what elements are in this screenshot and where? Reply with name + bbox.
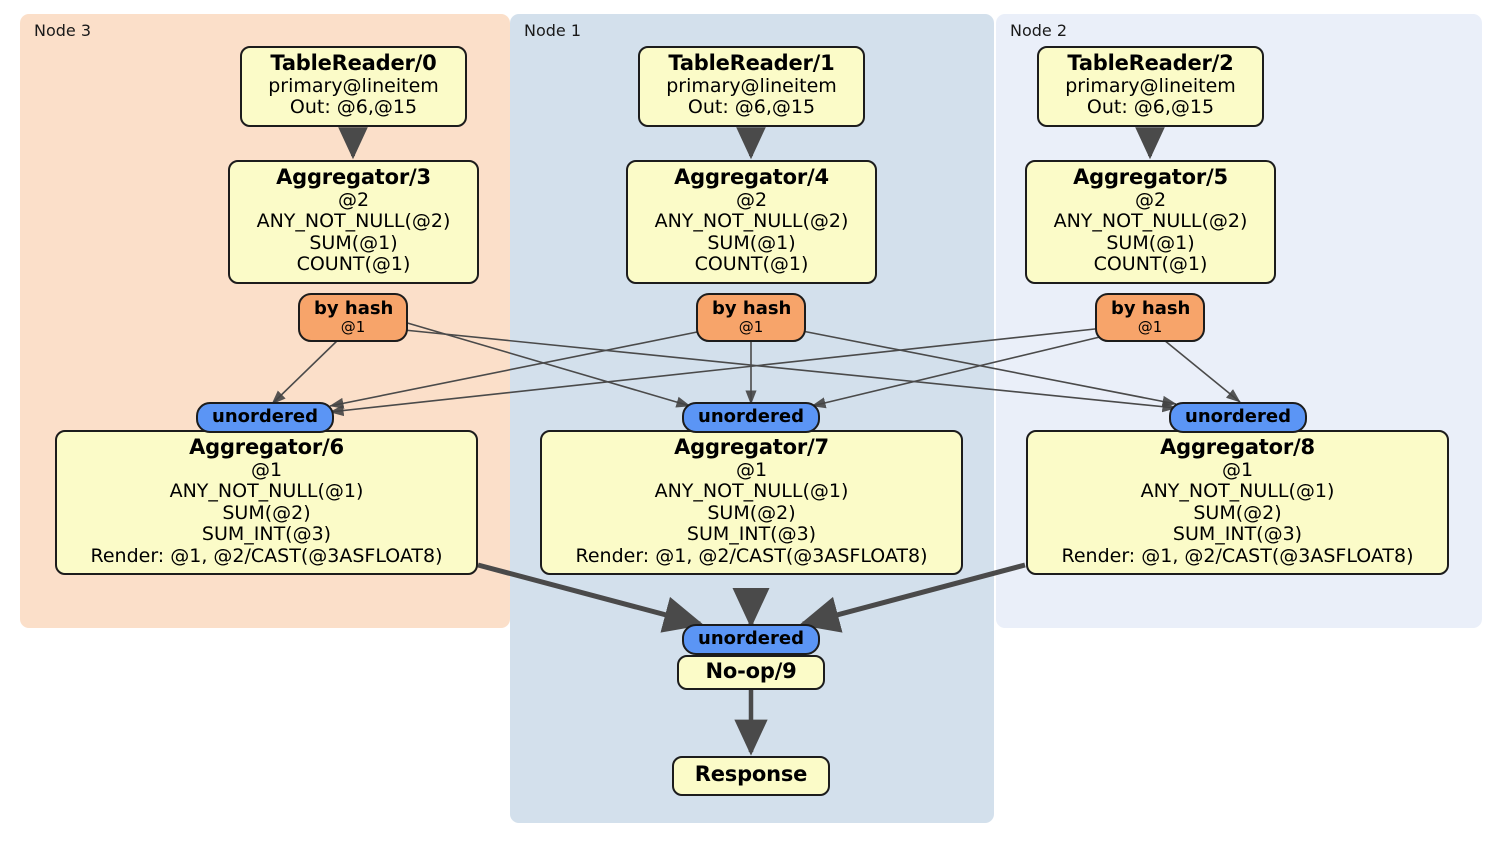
badge-primary-label: unordered <box>212 406 318 427</box>
processor-line: ANY_NOT_NULL(@1) <box>1140 480 1335 503</box>
processor-line: ANY_NOT_NULL(@2) <box>1053 210 1248 233</box>
processor-aggregator-4[interactable]: Aggregator/4 @2 ANY_NOT_NULL(@2) SUM(@1)… <box>626 160 877 284</box>
badge-primary-label: unordered <box>1185 406 1291 427</box>
processor-line: Render: @1, @2/CAST(@3ASFLOAT8) <box>90 544 443 567</box>
processor-line: @2 <box>337 188 370 211</box>
processor-line: SUM_INT(@3) <box>686 523 817 546</box>
processor-line: @2 <box>735 188 768 211</box>
processor-title: TableReader/0 <box>270 51 437 75</box>
node-panel-label-node2: Node 2 <box>1010 21 1068 40</box>
processor-line: Out: @6,@15 <box>687 96 816 119</box>
badge-by-hash-left[interactable]: by hash @1 <box>298 293 408 343</box>
processor-aggregator-3[interactable]: Aggregator/3 @2 ANY_NOT_NULL(@2) SUM(@1)… <box>228 160 479 284</box>
badge-secondary-label: @1 <box>738 317 764 336</box>
processor-aggregator-7[interactable]: Aggregator/7 @1 ANY_NOT_NULL(@1) SUM(@2)… <box>540 430 963 576</box>
badge-unordered-right[interactable]: unordered <box>1169 402 1307 433</box>
badge-primary-label: by hash <box>712 298 792 319</box>
processor-line: SUM_INT(@3) <box>1172 523 1303 546</box>
processor-title: Aggregator/3 <box>276 165 431 189</box>
processor-line: @1 <box>735 458 768 481</box>
processor-line: Render: @1, @2/CAST(@3ASFLOAT8) <box>575 544 928 567</box>
badge-primary-label: by hash <box>314 298 394 319</box>
processor-title: TableReader/1 <box>668 51 835 75</box>
badge-secondary-label: @1 <box>1137 317 1163 336</box>
processor-tablereader-0[interactable]: TableReader/0 primary@lineitem Out: @6,@… <box>240 46 467 127</box>
processor-line: SUM(@2) <box>1193 501 1282 524</box>
processor-title: TableReader/2 <box>1067 51 1234 75</box>
processor-line: primary@lineitem <box>268 74 439 97</box>
processor-line: COUNT(@1) <box>296 253 411 276</box>
processor-line: primary@lineitem <box>666 74 837 97</box>
node-panel-label-node3: Node 3 <box>34 21 92 40</box>
processor-line: @1 <box>250 458 283 481</box>
processor-line: @2 <box>1134 188 1167 211</box>
processor-line: primary@lineitem <box>1065 74 1236 97</box>
node-panel-label-node1: Node 1 <box>524 21 582 40</box>
processor-title: Aggregator/4 <box>674 165 829 189</box>
processor-line: ANY_NOT_NULL(@2) <box>256 210 451 233</box>
processor-line: Render: @1, @2/CAST(@3ASFLOAT8) <box>1061 544 1414 567</box>
processor-line: Out: @6,@15 <box>289 96 418 119</box>
processor-response[interactable]: Response <box>672 756 830 796</box>
processor-line: SUM_INT(@3) <box>201 523 332 546</box>
processor-title: Aggregator/5 <box>1073 165 1228 189</box>
processor-line: Out: @6,@15 <box>1086 96 1215 119</box>
processor-aggregator-5[interactable]: Aggregator/5 @2 ANY_NOT_NULL(@2) SUM(@1)… <box>1025 160 1276 284</box>
badge-unordered-mid[interactable]: unordered <box>682 402 820 433</box>
processor-title: Response <box>694 762 808 786</box>
processor-line: SUM(@1) <box>309 231 398 254</box>
badge-secondary-label: @1 <box>340 317 366 336</box>
processor-line: ANY_NOT_NULL(@1) <box>169 480 364 503</box>
processor-line: SUM(@1) <box>707 231 796 254</box>
badge-unordered-final[interactable]: unordered <box>682 624 820 655</box>
badge-primary-label: by hash <box>1111 298 1191 319</box>
processor-line: COUNT(@1) <box>694 253 809 276</box>
processor-aggregator-6[interactable]: Aggregator/6 @1 ANY_NOT_NULL(@1) SUM(@2)… <box>55 430 478 576</box>
processor-line: SUM(@2) <box>707 501 796 524</box>
processor-title: No-op/9 <box>705 659 797 683</box>
processor-line: @1 <box>1221 458 1254 481</box>
processor-line: ANY_NOT_NULL(@2) <box>654 210 849 233</box>
processor-title: Aggregator/8 <box>1160 435 1315 459</box>
processor-tablereader-1[interactable]: TableReader/1 primary@lineitem Out: @6,@… <box>638 46 865 127</box>
processor-tablereader-2[interactable]: TableReader/2 primary@lineitem Out: @6,@… <box>1037 46 1264 127</box>
badge-primary-label: unordered <box>698 406 804 427</box>
badge-unordered-left[interactable]: unordered <box>196 402 334 433</box>
processor-title: Aggregator/7 <box>674 435 829 459</box>
processor-title: Aggregator/6 <box>189 435 344 459</box>
badge-by-hash-mid[interactable]: by hash @1 <box>696 293 806 343</box>
processor-aggregator-8[interactable]: Aggregator/8 @1 ANY_NOT_NULL(@1) SUM(@2)… <box>1026 430 1449 576</box>
processor-line: SUM(@1) <box>1106 231 1195 254</box>
badge-by-hash-right[interactable]: by hash @1 <box>1095 293 1205 343</box>
badge-primary-label: unordered <box>698 628 804 649</box>
processor-line: ANY_NOT_NULL(@1) <box>654 480 849 503</box>
processor-line: SUM(@2) <box>222 501 311 524</box>
processor-noop-9[interactable]: No-op/9 <box>677 655 825 690</box>
processor-line: COUNT(@1) <box>1093 253 1208 276</box>
